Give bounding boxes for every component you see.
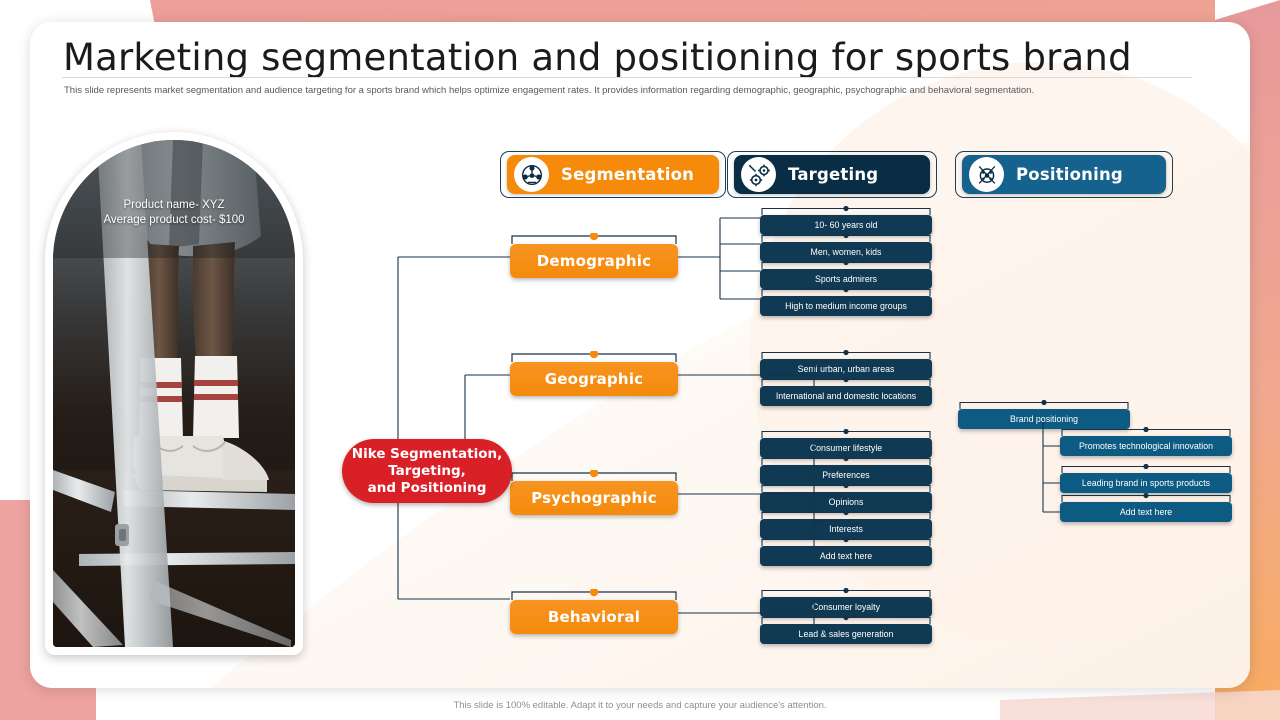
leaf-node[interactable]: Men, women, kids bbox=[760, 242, 932, 262]
pill-targeting[interactable]: Targeting bbox=[727, 151, 937, 198]
bracket-leaf bbox=[761, 537, 931, 546]
leaf-node[interactable]: Semi urban, urban areas bbox=[760, 359, 932, 379]
branch-node-behavioral[interactable]: Behavioral bbox=[510, 600, 678, 634]
positioning-compass-icon bbox=[969, 157, 1004, 192]
leaf-node[interactable]: Consumer loyalty bbox=[760, 597, 932, 617]
footer-note: This slide is 100% editable. Adapt it to… bbox=[453, 700, 827, 711]
leaf-node[interactable]: Interests bbox=[760, 519, 932, 539]
root-node[interactable]: Nike Segmentation, Targeting, and Positi… bbox=[342, 439, 512, 503]
bracket-leaf bbox=[761, 510, 931, 519]
targeting-gears-icon bbox=[741, 157, 776, 192]
bracket-psychographic bbox=[511, 470, 677, 481]
leaf-node[interactable]: Add text here bbox=[760, 546, 932, 566]
bracket-leaf bbox=[761, 350, 931, 359]
bracket-demographic bbox=[511, 233, 677, 244]
bracket-leaf bbox=[761, 377, 931, 386]
bracket-leaf bbox=[761, 429, 931, 438]
pill-label-targeting: Targeting bbox=[788, 165, 879, 184]
bracket-leaf bbox=[761, 206, 931, 215]
branch-node-psychographic[interactable]: Psychographic bbox=[510, 481, 678, 515]
leaf-node[interactable]: Promotes technological innovation bbox=[1060, 436, 1232, 456]
bracket-leaf bbox=[1061, 493, 1231, 502]
bracket-leaf bbox=[761, 483, 931, 492]
branch-node-demographic[interactable]: Demographic bbox=[510, 244, 678, 278]
title-divider bbox=[62, 77, 1192, 78]
pill-body-segmentation[interactable]: Segmentation bbox=[507, 155, 719, 194]
bracket-leaf bbox=[761, 456, 931, 465]
bracket-leaf bbox=[1061, 427, 1231, 436]
leaf-node[interactable]: Lead & sales generation bbox=[760, 624, 932, 644]
bracket-leaf bbox=[761, 233, 931, 242]
branch-node-geographic[interactable]: Geographic bbox=[510, 362, 678, 396]
bracket-behavioral bbox=[511, 589, 677, 600]
leaf-node[interactable]: Opinions bbox=[760, 492, 932, 512]
leaf-node[interactable]: Add text here bbox=[1060, 502, 1232, 522]
leaf-node[interactable]: Sports admirers bbox=[760, 269, 932, 289]
pill-label-positioning: Positioning bbox=[1016, 165, 1123, 184]
bracket-leaf bbox=[761, 260, 931, 269]
segmentation-network-icon bbox=[514, 157, 549, 192]
bracket-leaf bbox=[1061, 464, 1231, 473]
pill-positioning[interactable]: Positioning bbox=[955, 151, 1173, 198]
slide-card: Marketing segmentation and positioning f… bbox=[30, 22, 1250, 688]
bracket-leaf bbox=[761, 588, 931, 597]
pill-body-targeting[interactable]: Targeting bbox=[734, 155, 930, 194]
leaf-node[interactable]: Preferences bbox=[760, 465, 932, 485]
leaf-node[interactable]: High to medium income groups bbox=[760, 296, 932, 316]
bracket-leaf bbox=[761, 615, 931, 624]
page-subtitle: This slide represents market segmentatio… bbox=[64, 85, 1035, 96]
pill-label-segmentation: Segmentation bbox=[561, 165, 695, 184]
bracket-brand-positioning bbox=[959, 400, 1129, 409]
node-brand-positioning[interactable]: Brand positioning bbox=[958, 409, 1130, 429]
leaf-node[interactable]: Consumer lifestyle bbox=[760, 438, 932, 458]
pill-segmentation[interactable]: Segmentation bbox=[500, 151, 726, 198]
bracket-leaf bbox=[761, 287, 931, 296]
leaf-node[interactable]: Leading brand in sports products bbox=[1060, 473, 1232, 493]
pill-body-positioning[interactable]: Positioning bbox=[962, 155, 1166, 194]
bracket-geographic bbox=[511, 351, 677, 362]
leaf-node[interactable]: 10- 60 years old bbox=[760, 215, 932, 235]
leaf-node[interactable]: International and domestic locations bbox=[760, 386, 932, 406]
